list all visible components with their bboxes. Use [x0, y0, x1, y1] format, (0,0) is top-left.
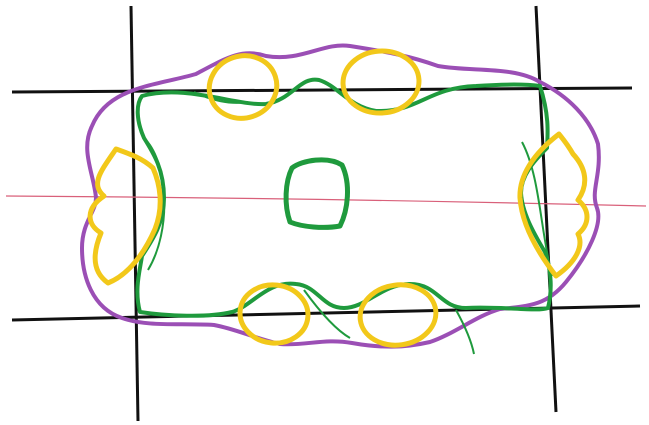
- sketch-svg: [0, 0, 649, 425]
- background: [0, 0, 649, 425]
- sketch-canvas: [0, 0, 649, 425]
